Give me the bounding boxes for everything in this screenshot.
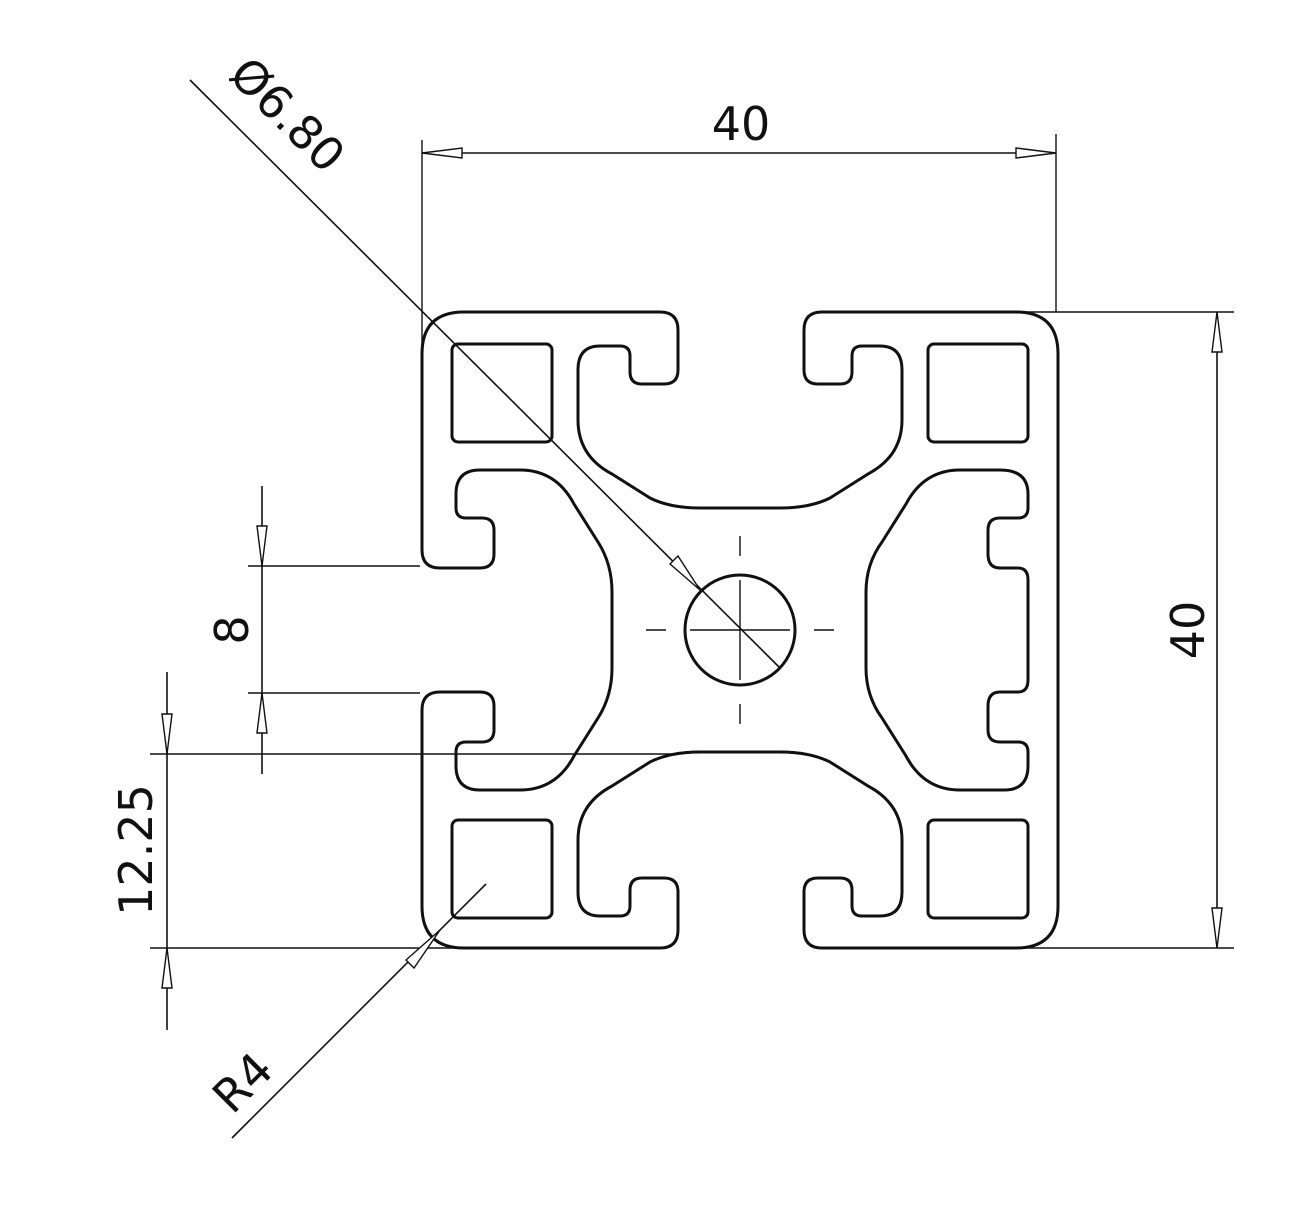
corner-cavity-top-left: [450, 342, 554, 444]
height-label: 40: [1161, 601, 1215, 660]
center-lines: [646, 536, 834, 724]
slot-offset-label: 12.25: [109, 784, 163, 916]
outer-contour: [420, 310, 1060, 950]
right-slot-cavity: [864, 468, 1030, 792]
dimension-width: 40: [421, 97, 1057, 360]
center-bore: [683, 573, 797, 687]
width-label: 40: [712, 97, 771, 151]
dimension-bore-diameter: Ø6.80: [189, 47, 781, 669]
corner-cavity-top-right: [926, 342, 1030, 444]
profile-outline: [420, 310, 1060, 950]
slot-width-label: 8: [205, 615, 259, 644]
corner-cavity-bottom-left: [450, 818, 554, 920]
bore-diameter-label: Ø6.80: [219, 47, 355, 183]
corner-cavity-bottom-right: [926, 818, 1030, 920]
corner-radius-label: R4: [202, 1042, 283, 1123]
dimension-slot-width: 8: [205, 486, 420, 774]
dimension-corner-radius: R4: [202, 883, 487, 1139]
dimension-slot-offset: 12.25: [109, 672, 674, 1030]
dimension-height: 40: [1010, 311, 1234, 949]
